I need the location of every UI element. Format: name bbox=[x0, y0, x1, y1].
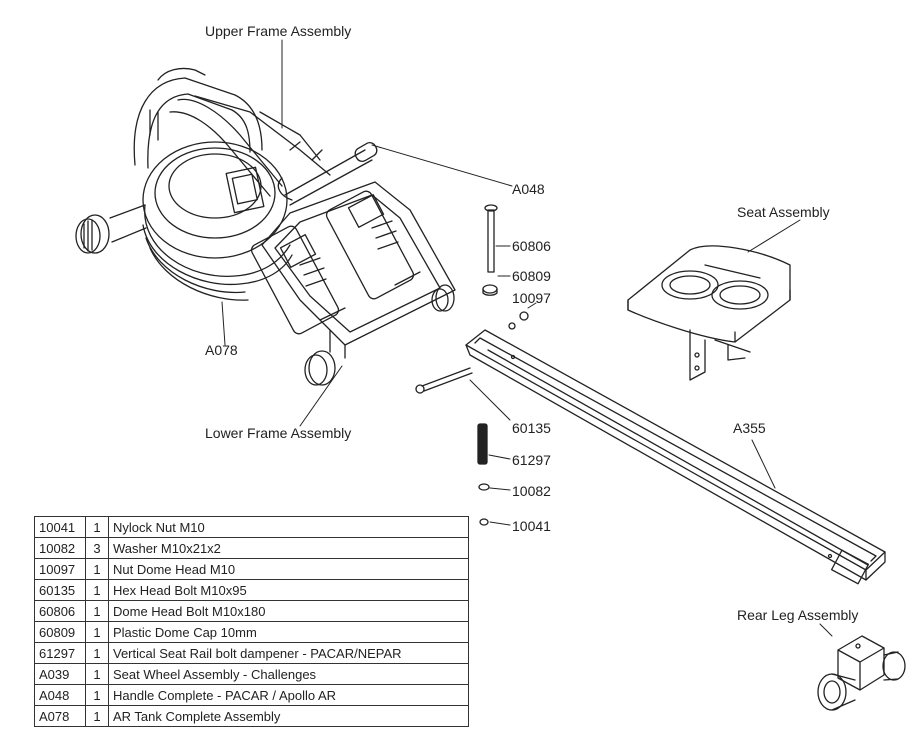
label-10041: 10041 bbox=[512, 518, 551, 534]
left-side-knob bbox=[75, 204, 147, 254]
quantity: 1 bbox=[85, 600, 109, 622]
part-number: A039 bbox=[34, 663, 86, 685]
description: Nut Dome Head M10 bbox=[108, 558, 469, 580]
quantity: 3 bbox=[85, 537, 109, 559]
seat-rail bbox=[465, 329, 886, 585]
quantity: 1 bbox=[85, 642, 109, 664]
leader-lines bbox=[221, 39, 833, 637]
label-10082: 10082 bbox=[512, 483, 551, 499]
part-number: 10097 bbox=[34, 558, 86, 580]
description: Dome Head Bolt M10x180 bbox=[108, 600, 469, 622]
quantity: 1 bbox=[85, 558, 109, 580]
upper-frame bbox=[133, 67, 378, 214]
part-number: A048 bbox=[34, 684, 86, 706]
description: Nylock Nut M10 bbox=[108, 516, 469, 538]
label-lower-frame-assembly: Lower Frame Assembly bbox=[205, 425, 352, 441]
label-a355: A355 bbox=[733, 420, 766, 436]
label-a078: A078 bbox=[205, 342, 238, 358]
description: Handle Complete - PACAR / Apollo AR bbox=[108, 684, 469, 706]
part-number: 10041 bbox=[34, 516, 86, 538]
quantity: 1 bbox=[85, 579, 109, 601]
label-61297: 61297 bbox=[512, 452, 551, 468]
label-upper-frame-assembly: Upper Frame Assembly bbox=[205, 23, 352, 39]
label-60135: 60135 bbox=[512, 420, 551, 436]
part-number: A078 bbox=[34, 705, 86, 727]
quantity: 1 bbox=[85, 516, 109, 538]
lower-frame bbox=[250, 181, 456, 386]
description: AR Tank Complete Assembly bbox=[108, 705, 469, 727]
description: Hex Head Bolt M10x95 bbox=[108, 579, 469, 601]
water-tank bbox=[142, 141, 293, 301]
label-10097: 10097 bbox=[512, 290, 551, 306]
seat-drawing bbox=[627, 245, 791, 381]
description: Plastic Dome Cap 10mm bbox=[108, 621, 469, 643]
quantity: 1 bbox=[85, 621, 109, 643]
label-seat-assembly: Seat Assembly bbox=[737, 204, 830, 220]
label-a048: A048 bbox=[512, 181, 545, 197]
label-60809: 60809 bbox=[512, 268, 551, 284]
part-number: 10082 bbox=[34, 537, 86, 559]
label-rear-leg-assembly: Rear Leg Assembly bbox=[737, 607, 859, 623]
label-60806: 60806 bbox=[512, 238, 551, 254]
hardware bbox=[415, 204, 529, 526]
part-number: 60806 bbox=[34, 600, 86, 622]
part-number: 60135 bbox=[34, 579, 86, 601]
rear-leg-drawing bbox=[817, 635, 906, 711]
part-number: 60809 bbox=[34, 621, 86, 643]
quantity: 1 bbox=[85, 705, 109, 727]
description: Vertical Seat Rail bolt dampener - PACAR… bbox=[108, 642, 469, 664]
description: Washer M10x21x2 bbox=[108, 537, 469, 559]
quantity: 1 bbox=[85, 663, 109, 685]
part-number: 61297 bbox=[34, 642, 86, 664]
description: Seat Wheel Assembly - Challenges bbox=[108, 663, 469, 685]
quantity: 1 bbox=[85, 684, 109, 706]
